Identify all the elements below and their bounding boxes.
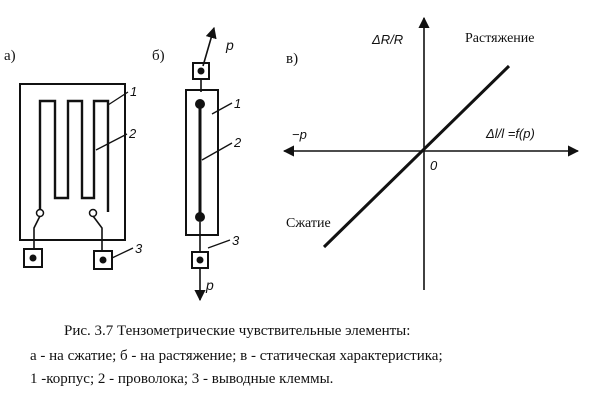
panel-b-callout-3: 3: [232, 233, 240, 248]
panel-c-lower-label: Сжатие: [286, 216, 331, 231]
panel-a-wire-grid: [38, 99, 110, 212]
panel-b-bottom-terminal-dot: [196, 256, 204, 264]
panel-b-solder-top: [195, 99, 205, 109]
panel-a-terminal-right: [93, 250, 113, 270]
panel-a-callout-2: 2: [128, 126, 137, 141]
panel-b-force-top-label: p: [225, 37, 234, 53]
panel-a-terminal-left: [23, 248, 43, 268]
panel-b-label: б): [152, 48, 165, 64]
panel-b-callout-1-line: [211, 102, 233, 115]
panel-b-force-bottom-label: p: [205, 277, 214, 293]
panel-a-label: а): [4, 48, 16, 64]
panel-c-label: в): [286, 51, 298, 67]
panel-a-solder-right: [88, 208, 98, 218]
panel-c-origin-label: 0: [430, 158, 438, 173]
panel-c-upper-label: Растяжение: [465, 31, 535, 46]
panel-b-callout-2-line: [201, 142, 233, 161]
panel-a-terminal-left-dot: [29, 254, 37, 262]
panel-a-callout-3: 3: [135, 241, 143, 256]
panel-a-callout-3-line: [111, 247, 134, 259]
panel-a-housing: [19, 83, 126, 241]
panel-b-tension-sensor: б) p p 1 2 3: [152, 26, 242, 302]
panel-a-callout-1: 1: [130, 84, 137, 99]
panel-b-top-terminal-dot: [197, 67, 205, 75]
panel-b-callout-2: 2: [233, 135, 242, 150]
panel-c-static-characteristic: в) ΔR/R Δl/l =f(p) −p 0 Растяжение Сжати…: [282, 16, 580, 290]
caption-line-2: 1 -корпус; 2 - проволока; 3 - выводные к…: [30, 371, 334, 387]
panel-a-terminal-right-dot: [99, 256, 107, 264]
panel-a-lead-right: [92, 215, 103, 250]
panel-b-force-top-arrow: [202, 26, 217, 67]
panel-b-housing: [185, 89, 219, 236]
panel-b-callout-1: 1: [234, 96, 241, 111]
caption-line-1: а - на сжатие; б - на растяжение; в - ст…: [30, 348, 443, 364]
panel-a-callout-2-line: [95, 133, 128, 151]
panel-c-characteristic-line: [322, 64, 511, 249]
caption-title: Рис. 3.7 Тензометрические чувствительные…: [64, 323, 411, 339]
panel-a-solder-left: [35, 208, 45, 218]
panel-a-compression-sensor: а) 1 2 3: [4, 48, 143, 270]
panel-b-solder-bottom: [195, 212, 205, 222]
panel-b-callout-3-line: [207, 239, 231, 249]
panel-c-neg-x-label: −p: [292, 127, 307, 142]
panel-c-y-axis-label: ΔR/R: [371, 32, 403, 47]
panel-a-lead-left: [33, 215, 41, 250]
panel-a-callout-1-line: [107, 91, 129, 106]
panel-c-x-axis-label: Δl/l =f(p): [485, 126, 535, 141]
